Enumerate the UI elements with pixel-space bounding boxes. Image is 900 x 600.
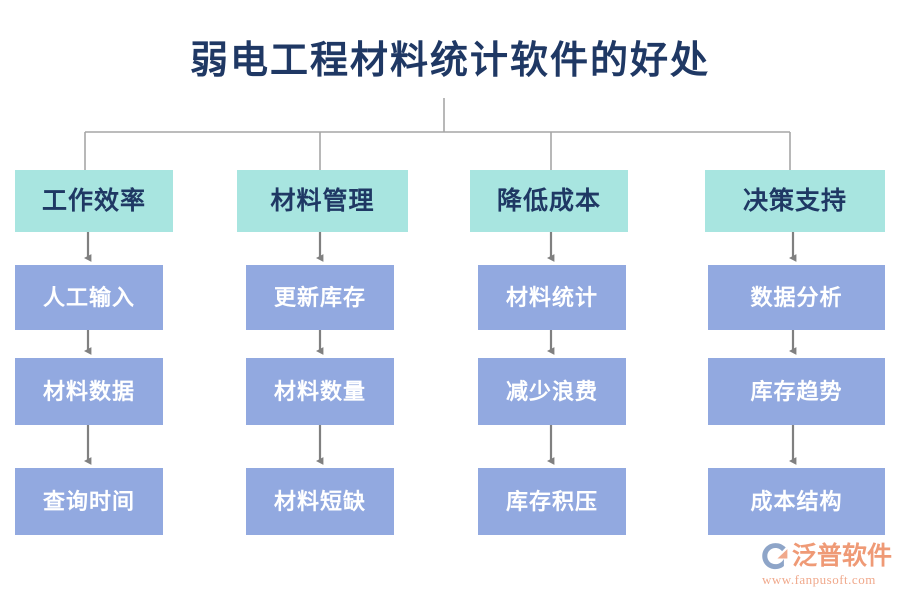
branch-header-material-management[interactable]: 材料管理 — [237, 170, 408, 232]
branch-3-step-3[interactable]: 库存积压 — [478, 468, 626, 535]
branch-header-cost-reduction[interactable]: 降低成本 — [470, 170, 628, 232]
branch-3-step-2[interactable]: 减少浪费 — [478, 358, 626, 425]
branch-2-step-3[interactable]: 材料短缺 — [246, 468, 394, 535]
branch-1-step-3[interactable]: 查询时间 — [15, 468, 163, 535]
branch-4-step-3[interactable]: 成本结构 — [708, 468, 885, 535]
page-title: 弱电工程材料统计软件的好处 — [189, 40, 710, 82]
branch-header-work-efficiency[interactable]: 工作效率 — [15, 170, 173, 232]
logo-row: 泛普软件 — [756, 540, 900, 572]
fanpu-swoosh-icon — [762, 543, 788, 570]
branch-1-step-2[interactable]: 材料数据 — [15, 358, 163, 425]
branch-3-step-1[interactable]: 材料统计 — [478, 265, 626, 330]
brand-logo: 泛普软件 www.fanpusoft.com — [756, 540, 900, 592]
branch-2-step-1[interactable]: 更新库存 — [246, 265, 394, 330]
logo-brand-text: 泛普软件 — [792, 542, 893, 570]
branch-2-step-2[interactable]: 材料数量 — [246, 358, 394, 425]
branch-4-step-1[interactable]: 数据分析 — [708, 265, 885, 330]
logo-url-text: www.fanpusoft.com — [762, 572, 876, 587]
branch-1-step-1[interactable]: 人工输入 — [15, 265, 163, 330]
branch-header-decision-support[interactable]: 决策支持 — [705, 170, 885, 232]
branch-4-step-2[interactable]: 库存趋势 — [708, 358, 885, 425]
